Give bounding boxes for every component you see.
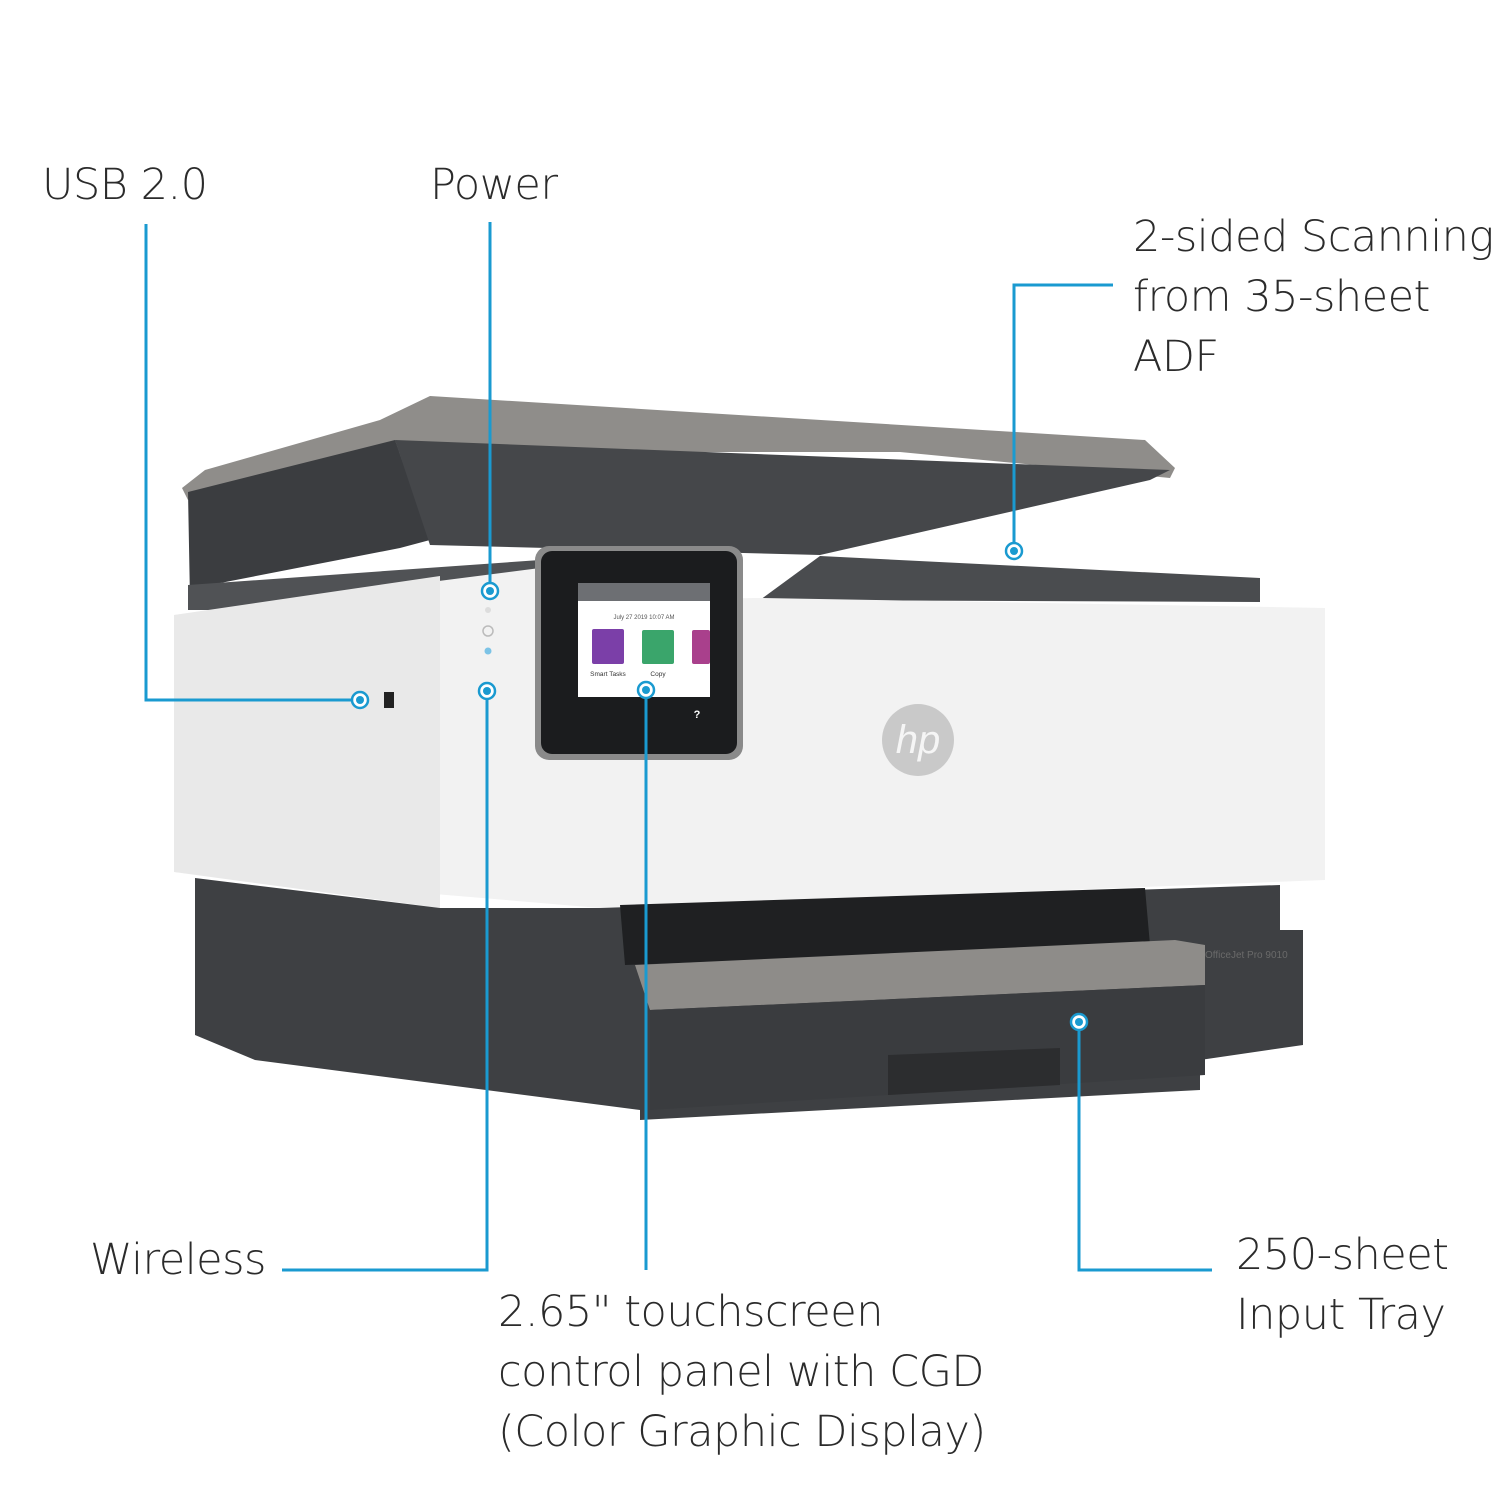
usb-port [384,692,394,708]
wireless-callout-line [282,699,489,1272]
lid-front [760,556,1260,602]
power-label: Power [430,160,558,210]
scanning-label-line: 2-sided Scanning [1133,212,1494,262]
control-panel: July 27 2019 10:07 AM Smart Tasks Copy ? [535,546,743,760]
touchscreen-label-line: 2.65" touchscreen [498,1287,883,1337]
help-icon: ? [694,709,701,721]
power-button-icon [482,625,494,637]
output-slot [620,888,1150,965]
tray-label: 250-sheet Input Tray [1236,1225,1449,1345]
scanning-callout-line [1012,283,1113,543]
printer-body [174,568,1325,908]
wireless-light [484,647,492,655]
copy-icon [642,630,674,664]
output-tray [635,940,1205,1010]
hp-logo: hp [882,704,954,776]
side-panel [174,576,440,908]
scanning-label-line: from 35-sheet [1133,272,1430,322]
app-label-copy: Copy [650,671,666,678]
app-label-smart-tasks: Smart Tasks [590,671,626,678]
touchscreen-callout-dot [636,680,656,700]
tray-callout-line [1077,1030,1212,1272]
touchscreen-label-line: (Color Graphic Display) [498,1407,986,1457]
power-callout-dot [480,581,500,601]
scan-icon [692,630,710,664]
screen-status-bar [578,583,710,601]
screen-datetime: July 27 2019 10:07 AM [613,615,674,621]
tray-label-line: 250-sheet [1236,1230,1449,1280]
usb-label: USB 2.0 [42,160,208,210]
tray-callout-dot [1069,1012,1089,1032]
lid-top-dark [395,440,1170,555]
tray-label-line: Input Tray [1236,1290,1446,1340]
scanner-lid [182,396,1175,500]
callout-dots [350,541,1089,1032]
touchscreen-label-line: control panel with CGD [498,1347,985,1397]
scanning-label-line: ADF [1133,332,1219,382]
scanning-callout-dot [1004,541,1024,561]
status-light [485,607,491,613]
usb-callout-line [144,224,352,702]
scanning-label: 2-sided Scanning from 35-sheet ADF [1133,207,1494,387]
touchscreen-label: 2.65" touchscreen control panel with CGD… [498,1282,986,1462]
wireless-callout-dot [477,681,497,701]
model-label: OfficeJet Pro 9010 [1205,950,1288,961]
svg-text:hp: hp [896,718,941,762]
input-tray [650,985,1205,1110]
adf-tray [188,440,430,600]
smart-tasks-icon [592,629,624,664]
usb-callout-dot [350,690,370,710]
tray-handle [888,1048,1060,1095]
wireless-label: Wireless [90,1235,266,1285]
